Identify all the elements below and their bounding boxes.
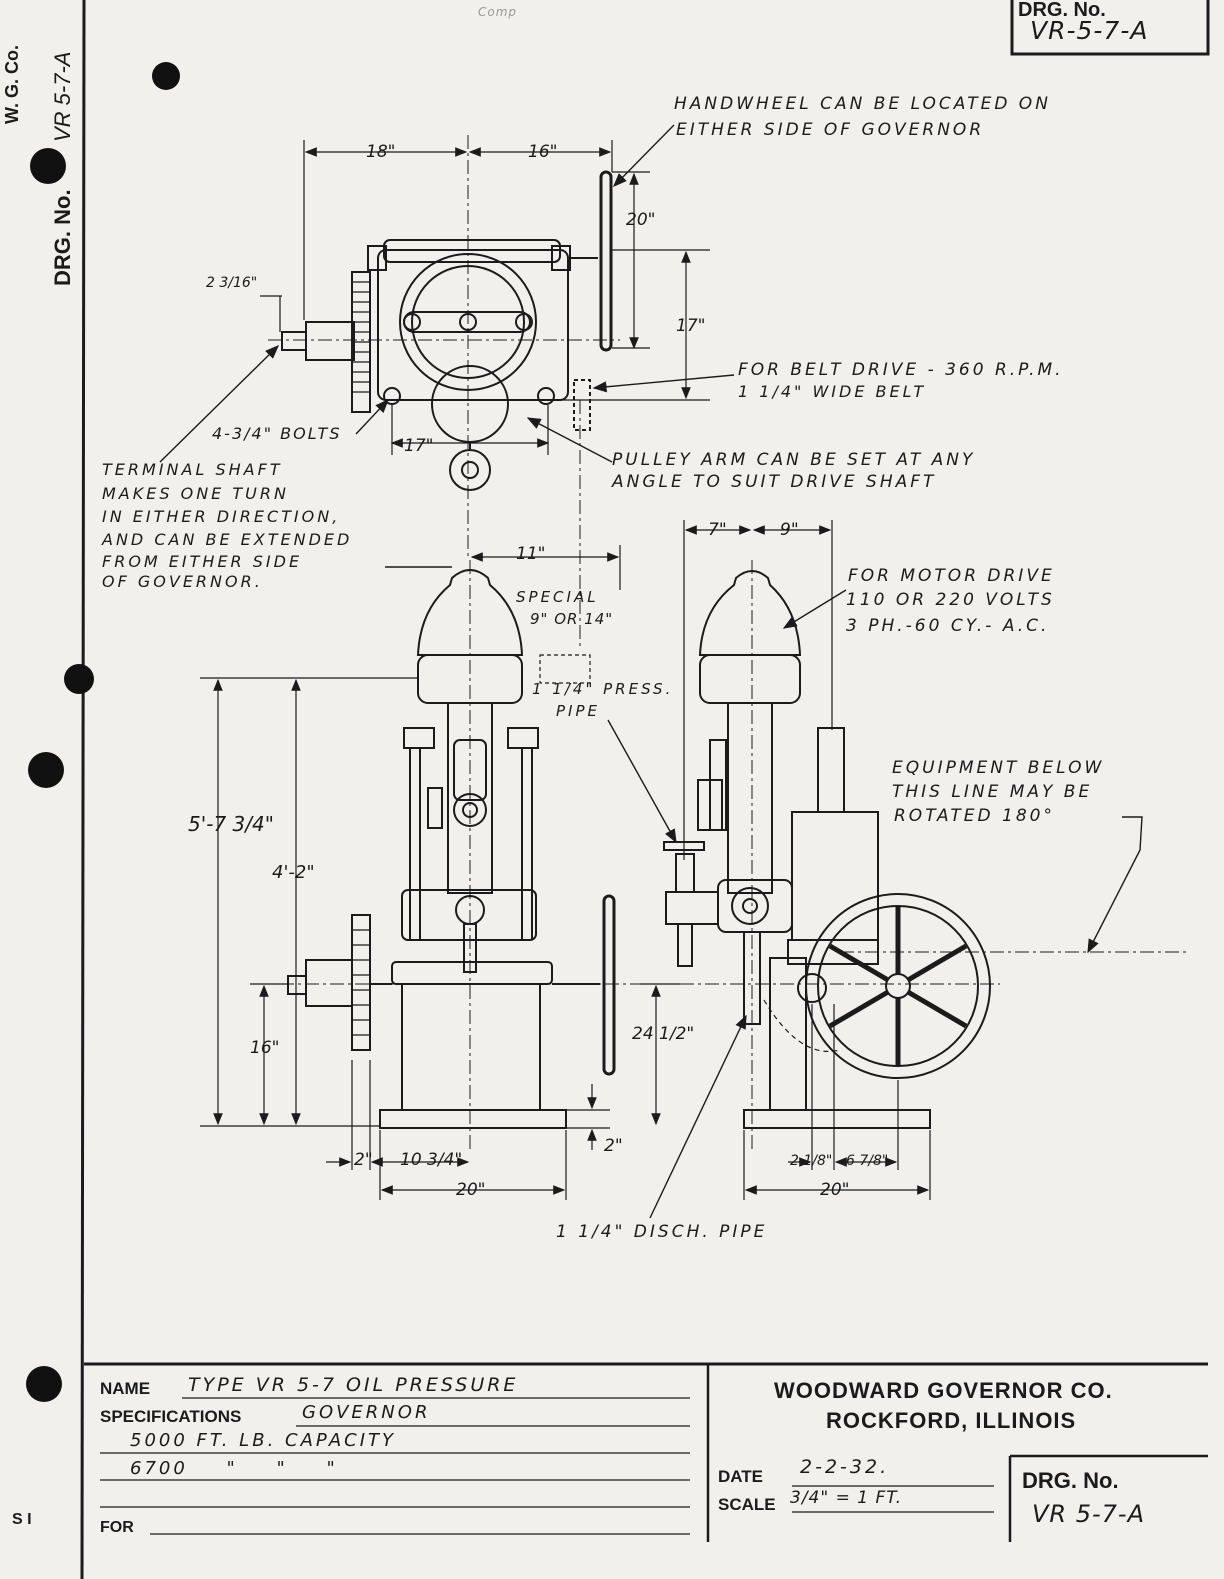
handwheel-note-line-2: EITHER SIDE OF GOVERNOR <box>676 120 985 140</box>
dim-7: 7" <box>708 520 727 540</box>
scale-value: 3/4" = 1 FT. <box>790 1488 902 1508</box>
motor-drive-note-line-1: FOR MOTOR DRIVE <box>848 566 1055 586</box>
for-label: FOR <box>100 1519 134 1536</box>
pulley-arm-note-line-1: PULLEY ARM CAN BE SET AT ANY <box>612 450 976 470</box>
terminal-shaft-note-5: FROM EITHER SIDE <box>102 552 303 571</box>
disch-pipe-leader <box>649 1014 747 1219</box>
spec-line-2: 5000 FT. LB. CAPACITY <box>130 1430 397 1451</box>
disch-pipe-note: 1 1/4" DISCH. PIPE <box>556 1222 768 1242</box>
dim-18: 18" <box>366 142 396 162</box>
punch-hole-2 <box>30 148 66 184</box>
equipment-note-line-1: EQUIPMENT BELOW <box>892 758 1105 778</box>
punch-hole-1 <box>152 62 180 90</box>
header-drg-box <box>1010 0 1210 56</box>
terminal-shaft-note-2: MAKES ONE TURN <box>102 484 289 503</box>
margin-company: W. G. Co. <box>2 45 22 124</box>
dim-2-1-8: 2 1/8" <box>790 1153 833 1169</box>
dim-20-side: 20" <box>820 1180 850 1200</box>
motor-drive-note-line-3: 3 PH.-60 CY.- A.C. <box>846 616 1050 636</box>
belt-drive-note-line-2: 1 1/4" WIDE BELT <box>738 382 927 401</box>
equipment-note-line-2: THIS LINE MAY BE <box>892 782 1093 802</box>
title-block-lines <box>84 1362 1208 1542</box>
press-pipe-leader <box>607 719 677 844</box>
terminal-shaft-leader <box>159 345 279 463</box>
terminal-shaft-note-3: IN EITHER DIRECTION, <box>102 507 341 526</box>
equipment-leader <box>1087 816 1143 954</box>
company-city: ROCKFORD, ILLINOIS <box>826 1408 1077 1433</box>
punch-hole-4 <box>28 752 64 788</box>
top-view <box>281 170 613 491</box>
terminal-shaft-note-4: AND CAN BE EXTENDED <box>102 530 353 549</box>
dim-24-1-2: 24 1/2" <box>632 1024 695 1044</box>
name-value: TYPE VR 5-7 OIL PRESSURE <box>188 1374 519 1396</box>
specifications-label: SPECIFICATIONS <box>100 1407 242 1426</box>
dim-16-front: 16" <box>250 1038 280 1058</box>
dim-20-top: 20" <box>626 210 656 230</box>
dim-6-7-8: 6 7/8" <box>846 1153 889 1169</box>
handwheel-leader <box>613 124 675 187</box>
special-note-line-1: SPECIAL <box>516 588 599 606</box>
company-name: WOODWARD GOVERNOR CO. <box>774 1378 1113 1403</box>
spec-line-1: GOVERNOR <box>302 1402 431 1423</box>
dim-2-base: 2" <box>604 1136 623 1156</box>
handwheel-note-line-1: HANDWHEEL CAN BE LOCATED ON <box>674 94 1051 114</box>
special-note-line-2: 9" OR 14" <box>530 610 614 628</box>
equipment-note-line-3: ROTATED 180° <box>894 806 1055 826</box>
margin-drg-label: DRG. No. <box>50 189 75 286</box>
header-drg-number: VR-5-7-A <box>1030 16 1149 45</box>
date-value: 2-2-32. <box>800 1456 890 1478</box>
dim-11: 11" <box>516 544 546 564</box>
pulley-arm-leader <box>526 417 613 463</box>
margin-drg-number: VR 5-7-A <box>50 51 75 142</box>
belt-drive-leader <box>592 374 735 393</box>
terminal-shaft-note-1: TERMINAL SHAFT <box>102 460 283 479</box>
dim-10-3-4: 10 3/4" <box>400 1150 463 1170</box>
dim-4-2: 4'-2" <box>272 862 315 883</box>
side-view <box>663 570 991 1129</box>
press-pipe-note-line-2: PIPE <box>556 702 600 720</box>
date-label: DATE <box>718 1467 764 1486</box>
motor-leader <box>782 589 847 629</box>
bolts-leader <box>355 398 389 435</box>
motor-drive-note-line-2: 110 OR 220 VOLTS <box>846 590 1055 610</box>
terminal-shaft-note-6: OF GOVERNOR. <box>102 572 263 591</box>
pulley-arm-note-line-2: ANGLE TO SUIT DRIVE SHAFT <box>612 472 937 492</box>
dim-shaft-dia: 2 3/16" <box>206 275 258 291</box>
dim-2-left: 2" <box>354 1150 373 1170</box>
drg-no-label: DRG. No. <box>1022 1468 1119 1493</box>
margin-sheet-mark: S I <box>12 1511 32 1528</box>
dim-9: 9" <box>780 520 799 540</box>
header-drg-label: DRG. No. <box>1018 0 1106 21</box>
header-faint-note: Comp <box>478 5 518 19</box>
dim-16: 16" <box>528 142 558 162</box>
dim-overall-height: 5'-7 3/4" <box>188 812 274 836</box>
scale-label: SCALE <box>718 1495 776 1514</box>
name-label: NAME <box>100 1379 151 1398</box>
dim-17-horizontal: 17" <box>404 436 434 456</box>
punch-hole-3 <box>64 664 94 694</box>
dim-17-vertical: 17" <box>676 316 706 336</box>
front-view <box>287 569 616 1129</box>
left-border-line <box>80 0 86 1579</box>
dim-20-front: 20" <box>456 1180 486 1200</box>
punch-hole-5 <box>26 1366 62 1402</box>
drg-no-value: VR 5-7-A <box>1032 1500 1145 1528</box>
belt-drive-note-line-1: FOR BELT DRIVE - 360 R.P.M. <box>738 360 1064 380</box>
press-pipe-note-line-1: 1 1/4" PRESS. <box>532 680 674 698</box>
spec-line-3: 6700 " " " <box>130 1458 338 1479</box>
bolts-note: 4-3/4" BOLTS <box>212 424 342 443</box>
